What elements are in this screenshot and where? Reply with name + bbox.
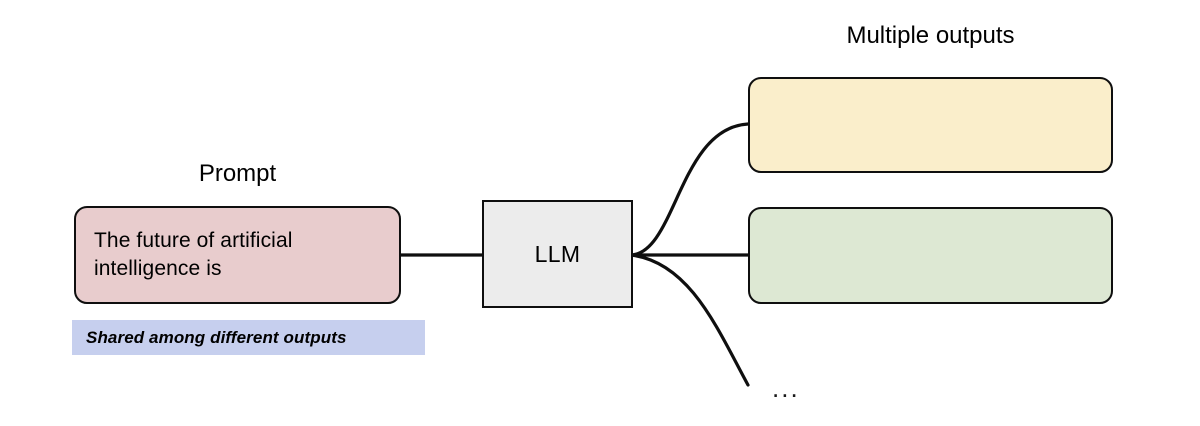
edge-llm-to-ellipsis — [629, 253, 750, 387]
edge-llm-to-output-1 — [629, 122, 750, 257]
prompt-caption: Prompt — [198, 160, 277, 187]
llm-box[interactable]: LLM — [482, 200, 633, 308]
prompt-box[interactable]: The future of artificial intelligence is — [74, 206, 401, 304]
llm-label: LLM — [534, 240, 581, 267]
prompt-text: The future of artificial intelligence is — [94, 229, 293, 280]
output-box-1[interactable] — [748, 77, 1113, 173]
shared-note-band: Shared among different outputs — [72, 320, 425, 355]
shared-note-text: Shared among different outputs — [86, 327, 347, 347]
ellipsis-label: ... — [772, 373, 800, 403]
output-box-2[interactable] — [748, 207, 1113, 304]
outputs-caption: Multiple outputs — [846, 22, 1015, 49]
